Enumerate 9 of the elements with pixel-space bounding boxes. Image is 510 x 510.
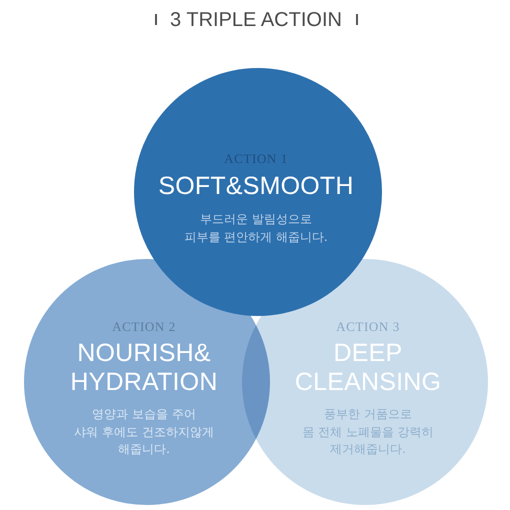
description-text: 풍부한 거품으로 몸 전체 노폐물을 강력히 제거해줍니다.: [302, 406, 434, 458]
heading: NOURISH& HYDRATION: [70, 339, 218, 397]
heading: SOFT&SMOOTH: [158, 172, 354, 201]
description-text: 부드러운 발림성으로 피부를 편안하게 해줍니다.: [184, 211, 328, 246]
description-text: 영양과 보습을 주어 샤워 후에도 건조하지않게 해줍니다.: [74, 406, 214, 458]
action-label: ACTION 3: [336, 319, 400, 334]
venn-circle: [134, 68, 382, 316]
venn-circle: [24, 259, 270, 505]
title: 3 TRIPLE ACTIOIN: [170, 8, 342, 32]
